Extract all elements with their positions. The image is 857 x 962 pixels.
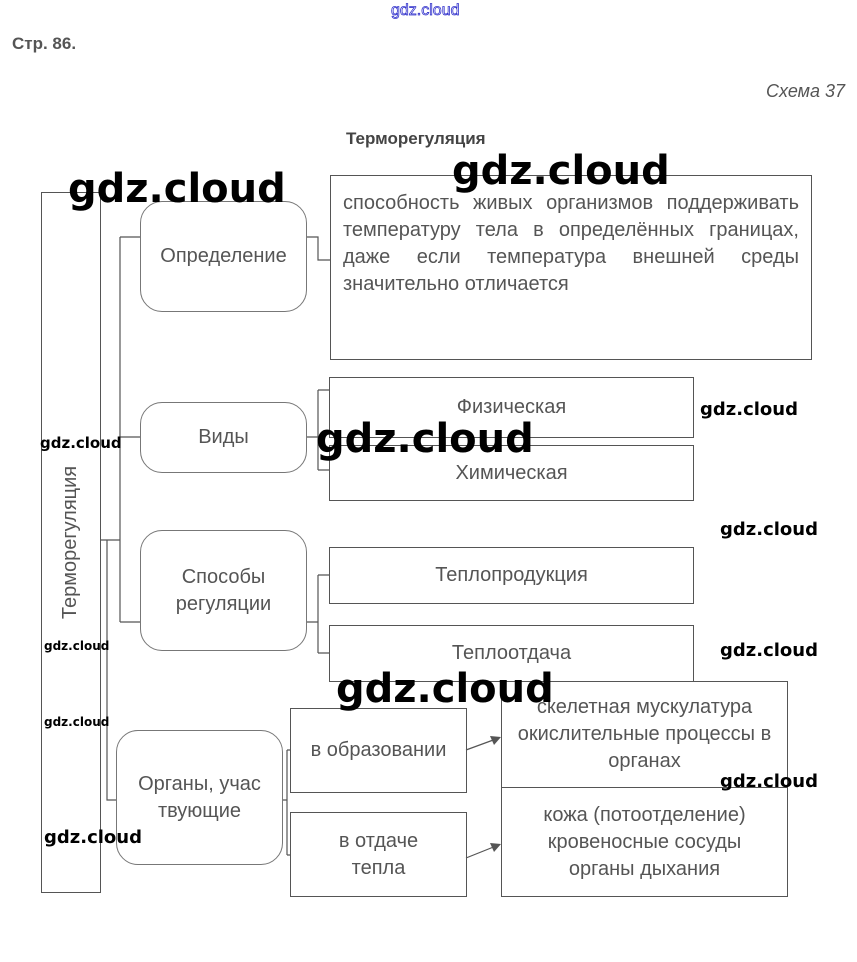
organ-branch-label: в образовании [310, 739, 447, 761]
organ-result-box: скелетная мускулатура окислительные проц… [501, 681, 788, 788]
watermark: gdz.cloud [316, 416, 534, 462]
organ-result-text: кожа (потоотделение) кровеносные сосуды … [543, 803, 746, 880]
root-label: Терморегуляция [59, 465, 82, 620]
watermark: gdz.cloud [44, 715, 110, 729]
method-label: Теплоотдача [451, 642, 572, 664]
watermark: gdz.cloud [720, 519, 818, 540]
organ-branch-label: в отдаче тепла [338, 829, 419, 879]
type-label: Физическая [456, 396, 567, 418]
types-node: Виды [140, 402, 307, 473]
watermark: gdz.cloud [452, 148, 670, 194]
methods-label: Способы регуляции [175, 565, 272, 615]
organ-branch-box: в образовании [290, 708, 467, 793]
type-label: Химическая [455, 461, 568, 484]
page-reference: Стр. 86. [12, 34, 77, 53]
organ-result-box: кожа (потоотделение) кровеносные сосуды … [501, 787, 788, 897]
watermark: gdz.cloud [68, 166, 286, 212]
top-watermark: gdz.cloud [391, 2, 460, 20]
organ-result-text: скелетная мускулатура окислительные проц… [517, 696, 772, 772]
types-label: Виды [198, 426, 249, 448]
method-label: Теплопродукция [435, 564, 588, 586]
root-box: Терморегуляция [41, 192, 101, 893]
organ-branch-box: в отдаче тепла [290, 812, 467, 897]
method-box: Теплопродукция [329, 547, 694, 604]
methods-node: Способы регуляции [140, 530, 307, 651]
watermark: gdz.cloud [700, 399, 798, 420]
watermark: gdz.cloud [336, 666, 554, 712]
type-box: Физическая [329, 377, 694, 438]
definition-text: способность живых организмов поддерживат… [343, 192, 799, 295]
organs-node: Органы, участвующие [116, 730, 283, 865]
definition-node: Определение [140, 201, 307, 312]
definition-text-box: способность живых организмов поддерживат… [330, 175, 812, 360]
watermark: gdz.cloud [44, 827, 142, 848]
type-box: Химическая [329, 445, 694, 501]
definition-label: Определение [160, 245, 287, 267]
diagram-title: Терморегуляция [346, 129, 486, 148]
watermark: gdz.cloud [44, 639, 110, 653]
organs-label: Органы, участвующие [138, 772, 261, 822]
watermark: gdz.cloud [40, 434, 122, 452]
watermark: gdz.cloud [720, 640, 818, 661]
watermark: gdz.cloud [720, 771, 818, 792]
scheme-number: Схема 37 [766, 81, 845, 101]
